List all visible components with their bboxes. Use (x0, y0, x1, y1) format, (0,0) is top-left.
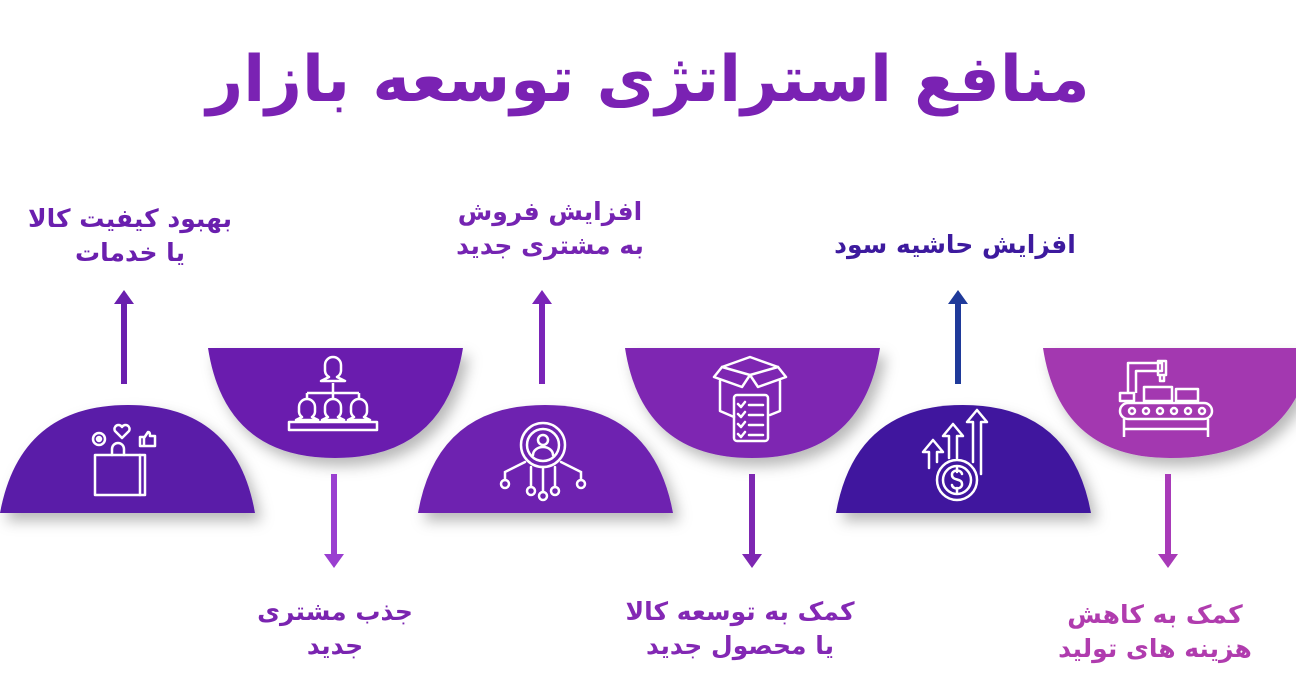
label-product-development: کمک به توسعه کالا یا محصول جدید (610, 595, 870, 663)
label-line-1: افزایش حاشیه سود (834, 230, 1076, 259)
dome-shape (0, 405, 255, 513)
label-line-2: هزینه های تولید (1058, 634, 1252, 663)
label-line-2: به مشتری جدید (456, 231, 644, 260)
box-checklist-icon (712, 355, 788, 443)
customer-hierarchy-icon (287, 355, 379, 432)
arrow-up-icon (114, 290, 134, 384)
arrow-down-icon (1158, 474, 1178, 568)
label-production-cost: کمک به کاهش هزینه های تولید (1035, 598, 1275, 666)
segment-4-product-development (622, 345, 887, 470)
segment-2-new-customers (205, 345, 470, 470)
segment-3-sales-increase (415, 400, 680, 520)
label-line-2: جدید (306, 631, 364, 660)
arrow-up-icon (948, 290, 968, 384)
label-line-2: یا محصول جدید (646, 631, 834, 660)
bowl-shape (625, 348, 880, 458)
label-profit-margin: افزایش حاشیه سود (830, 228, 1080, 262)
label-line-1: بهبود کیفیت کالا (28, 204, 232, 233)
label-sales-increase: افزایش فروش به مشتری جدید (430, 195, 670, 263)
production-conveyor-icon (1118, 359, 1214, 437)
arrow-down-icon (742, 474, 762, 568)
dome-shape (418, 405, 673, 513)
bowl-shape (208, 348, 463, 458)
dollar-growth-arrows-icon (921, 408, 989, 502)
label-line-1: کمک به توسعه کالا (625, 597, 855, 626)
arrow-up-icon (532, 290, 552, 384)
label-line-2: یا خدمات (75, 238, 185, 267)
segment-5-profit-margin (833, 400, 1098, 520)
page-title: منافع استراتژی توسعه بازار (206, 43, 1090, 117)
segment-6-production-cost (1040, 345, 1296, 470)
label-line-1: جذب مشتری (257, 597, 413, 626)
shopping-bag-feedback-icon (91, 423, 157, 497)
label-quality-improvement: بهبود کیفیت کالا یا خدمات (20, 202, 240, 270)
label-line-1: کمک به کاهش (1067, 600, 1243, 629)
label-line-1: افزایش فروش (457, 197, 643, 226)
user-network-icon (499, 421, 587, 502)
arrow-down-icon (324, 474, 344, 568)
dome-shape (836, 405, 1091, 513)
label-new-customers: جذب مشتری جدید (230, 595, 440, 663)
segment-1-quality (0, 400, 260, 520)
bowl-shape (1043, 348, 1296, 458)
